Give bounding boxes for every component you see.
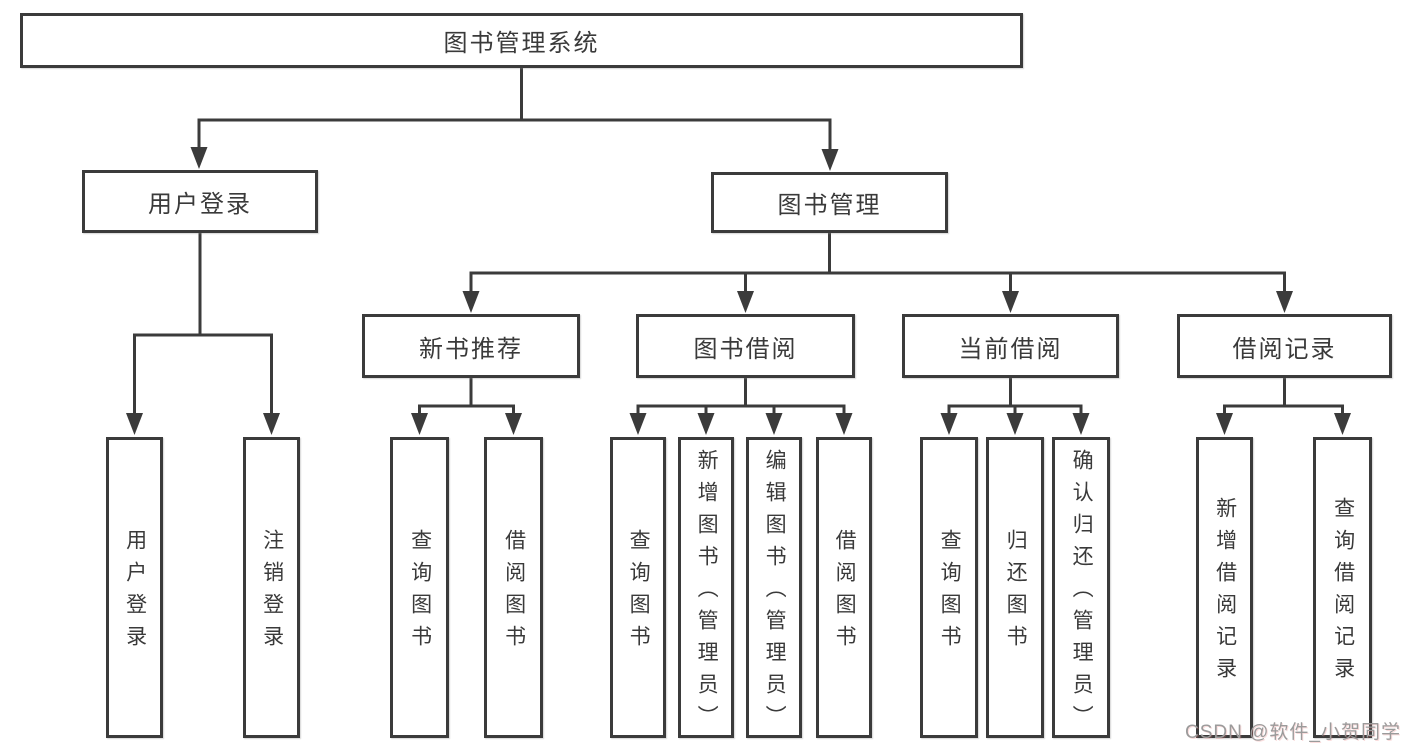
node-label: 查询图书 xyxy=(938,529,962,657)
node-leaf-query-book-1: 查询图书 xyxy=(390,437,449,738)
node-label: 用户登录 xyxy=(123,529,147,657)
node-label: 查询图书 xyxy=(627,529,651,657)
node-leaf-query-book-3: 查询图书 xyxy=(920,437,978,738)
node-leaf-user-login: 用户登录 xyxy=(106,437,163,738)
node-leaf-borrow-book-2: 借阅图书 xyxy=(816,437,872,738)
arrowheads xyxy=(126,147,1351,435)
node-leaf-query-book-2: 查询图书 xyxy=(610,437,666,738)
node-borrow-records: 借阅记录 xyxy=(1177,314,1392,378)
node-new-book-recommend: 新书推荐 xyxy=(362,314,580,378)
node-leaf-add-borrow-record: 新增借阅记录 xyxy=(1196,437,1253,738)
node-leaf-confirm-return-admin: 确认归还（管理员） xyxy=(1052,437,1110,738)
connector-bookborrow-to-children xyxy=(636,378,846,417)
connector-bookmgmt-to-level3 xyxy=(469,233,1286,295)
node-leaf-logout: 注销登录 xyxy=(243,437,300,738)
connector-currentborrow-to-children xyxy=(947,378,1083,417)
node-leaf-query-borrow-record: 查询借阅记录 xyxy=(1313,437,1372,738)
node-label: 借阅图书 xyxy=(833,529,857,657)
node-user-login: 用户登录 xyxy=(82,170,318,233)
connector-root-to-level2 xyxy=(197,68,832,154)
node-label: 新增图书（管理员） xyxy=(695,449,719,737)
node-label: 查询借阅记录 xyxy=(1331,497,1355,689)
node-root-system: 图书管理系统 xyxy=(20,13,1023,68)
csdn-watermark: CSDN @软件_小贺同学 xyxy=(1185,722,1401,743)
connector-userlogin-to-children xyxy=(133,233,273,417)
node-label: 查询图书 xyxy=(408,529,432,657)
node-book-borrow: 图书借阅 xyxy=(636,314,855,378)
node-leaf-add-book-admin: 新增图书（管理员） xyxy=(678,437,734,738)
node-book-management: 图书管理 xyxy=(711,172,948,233)
node-label: 注销登录 xyxy=(260,529,284,657)
node-label: 确认归还（管理员） xyxy=(1070,449,1094,737)
node-label: 归还图书 xyxy=(1004,529,1028,657)
node-label: 新增借阅记录 xyxy=(1213,497,1237,689)
connector-newbookrec-to-children xyxy=(418,378,515,417)
node-current-borrow: 当前借阅 xyxy=(902,314,1119,378)
node-leaf-borrow-book-1: 借阅图书 xyxy=(484,437,543,738)
connector-borrowrecords-to-children xyxy=(1223,378,1344,417)
node-leaf-return-book: 归还图书 xyxy=(986,437,1044,738)
node-label: 借阅图书 xyxy=(502,529,526,657)
node-label: 编辑图书（管理员） xyxy=(763,449,787,737)
node-leaf-edit-book-admin: 编辑图书（管理员） xyxy=(746,437,802,738)
